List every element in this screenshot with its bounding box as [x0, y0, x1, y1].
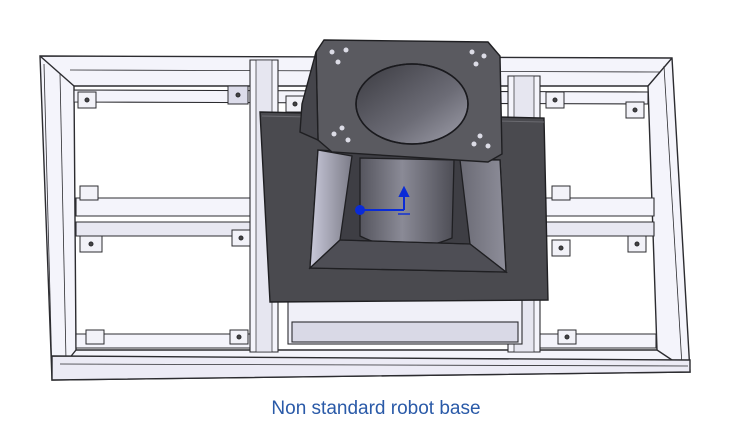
support-block — [287, 299, 523, 345]
mounting-brackets — [77, 85, 647, 345]
top-flange — [299, 39, 503, 163]
origin-axis-marker — [355, 185, 410, 215]
figure-caption: Non standard robot base — [271, 398, 481, 419]
pedestal — [308, 149, 508, 274]
